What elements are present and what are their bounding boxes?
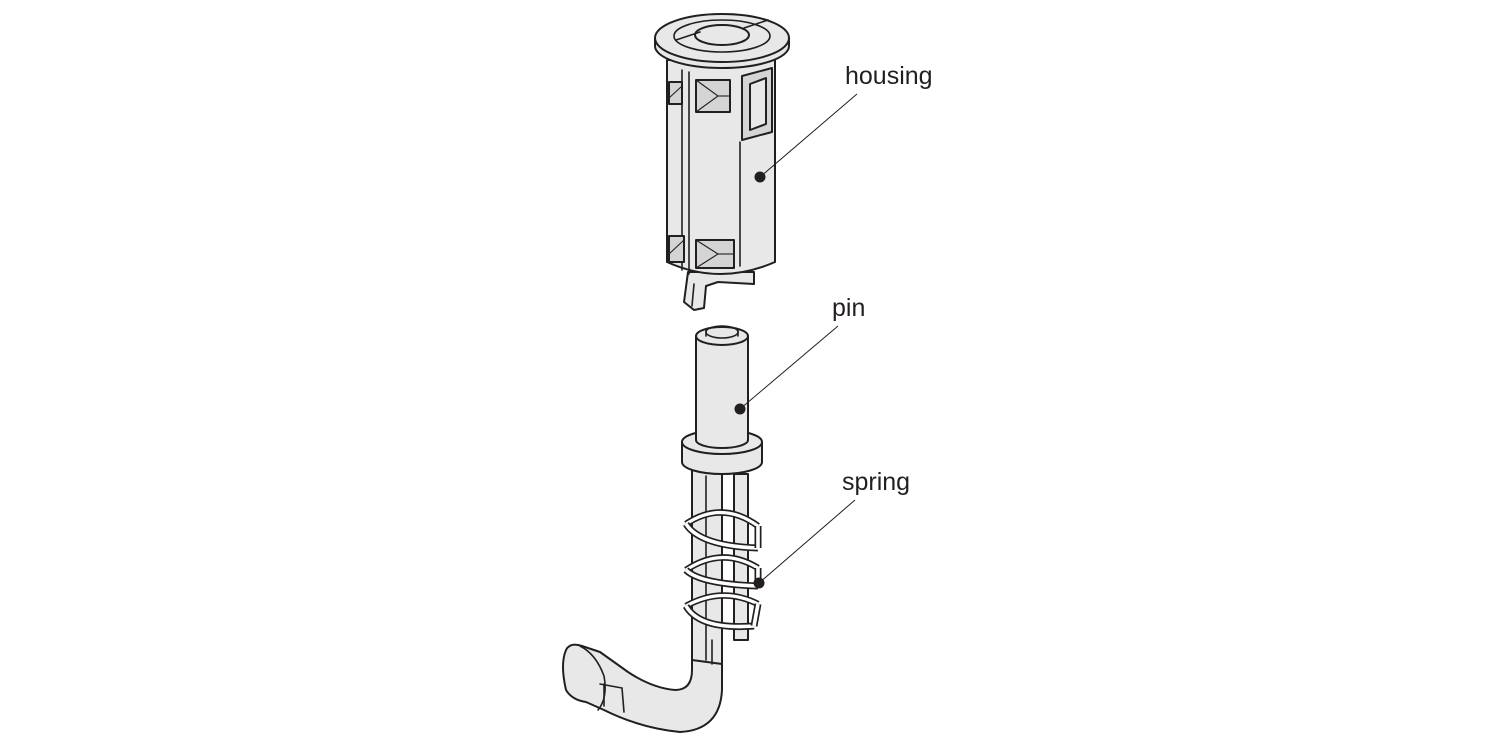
housing-callout: housing bbox=[754, 62, 933, 183]
housing-part bbox=[654, 13, 790, 311]
spring-part bbox=[682, 509, 762, 631]
pin-part bbox=[562, 325, 763, 733]
pin-callout: pin bbox=[734, 294, 865, 415]
spring-callout-dot bbox=[753, 577, 765, 589]
pin-callout-dot bbox=[734, 403, 746, 415]
pin-label: pin bbox=[832, 294, 865, 322]
housing-callout-dot bbox=[754, 171, 766, 183]
spring-label: spring bbox=[842, 468, 910, 496]
spring-callout: spring bbox=[753, 468, 910, 589]
housing-label: housing bbox=[845, 62, 933, 90]
